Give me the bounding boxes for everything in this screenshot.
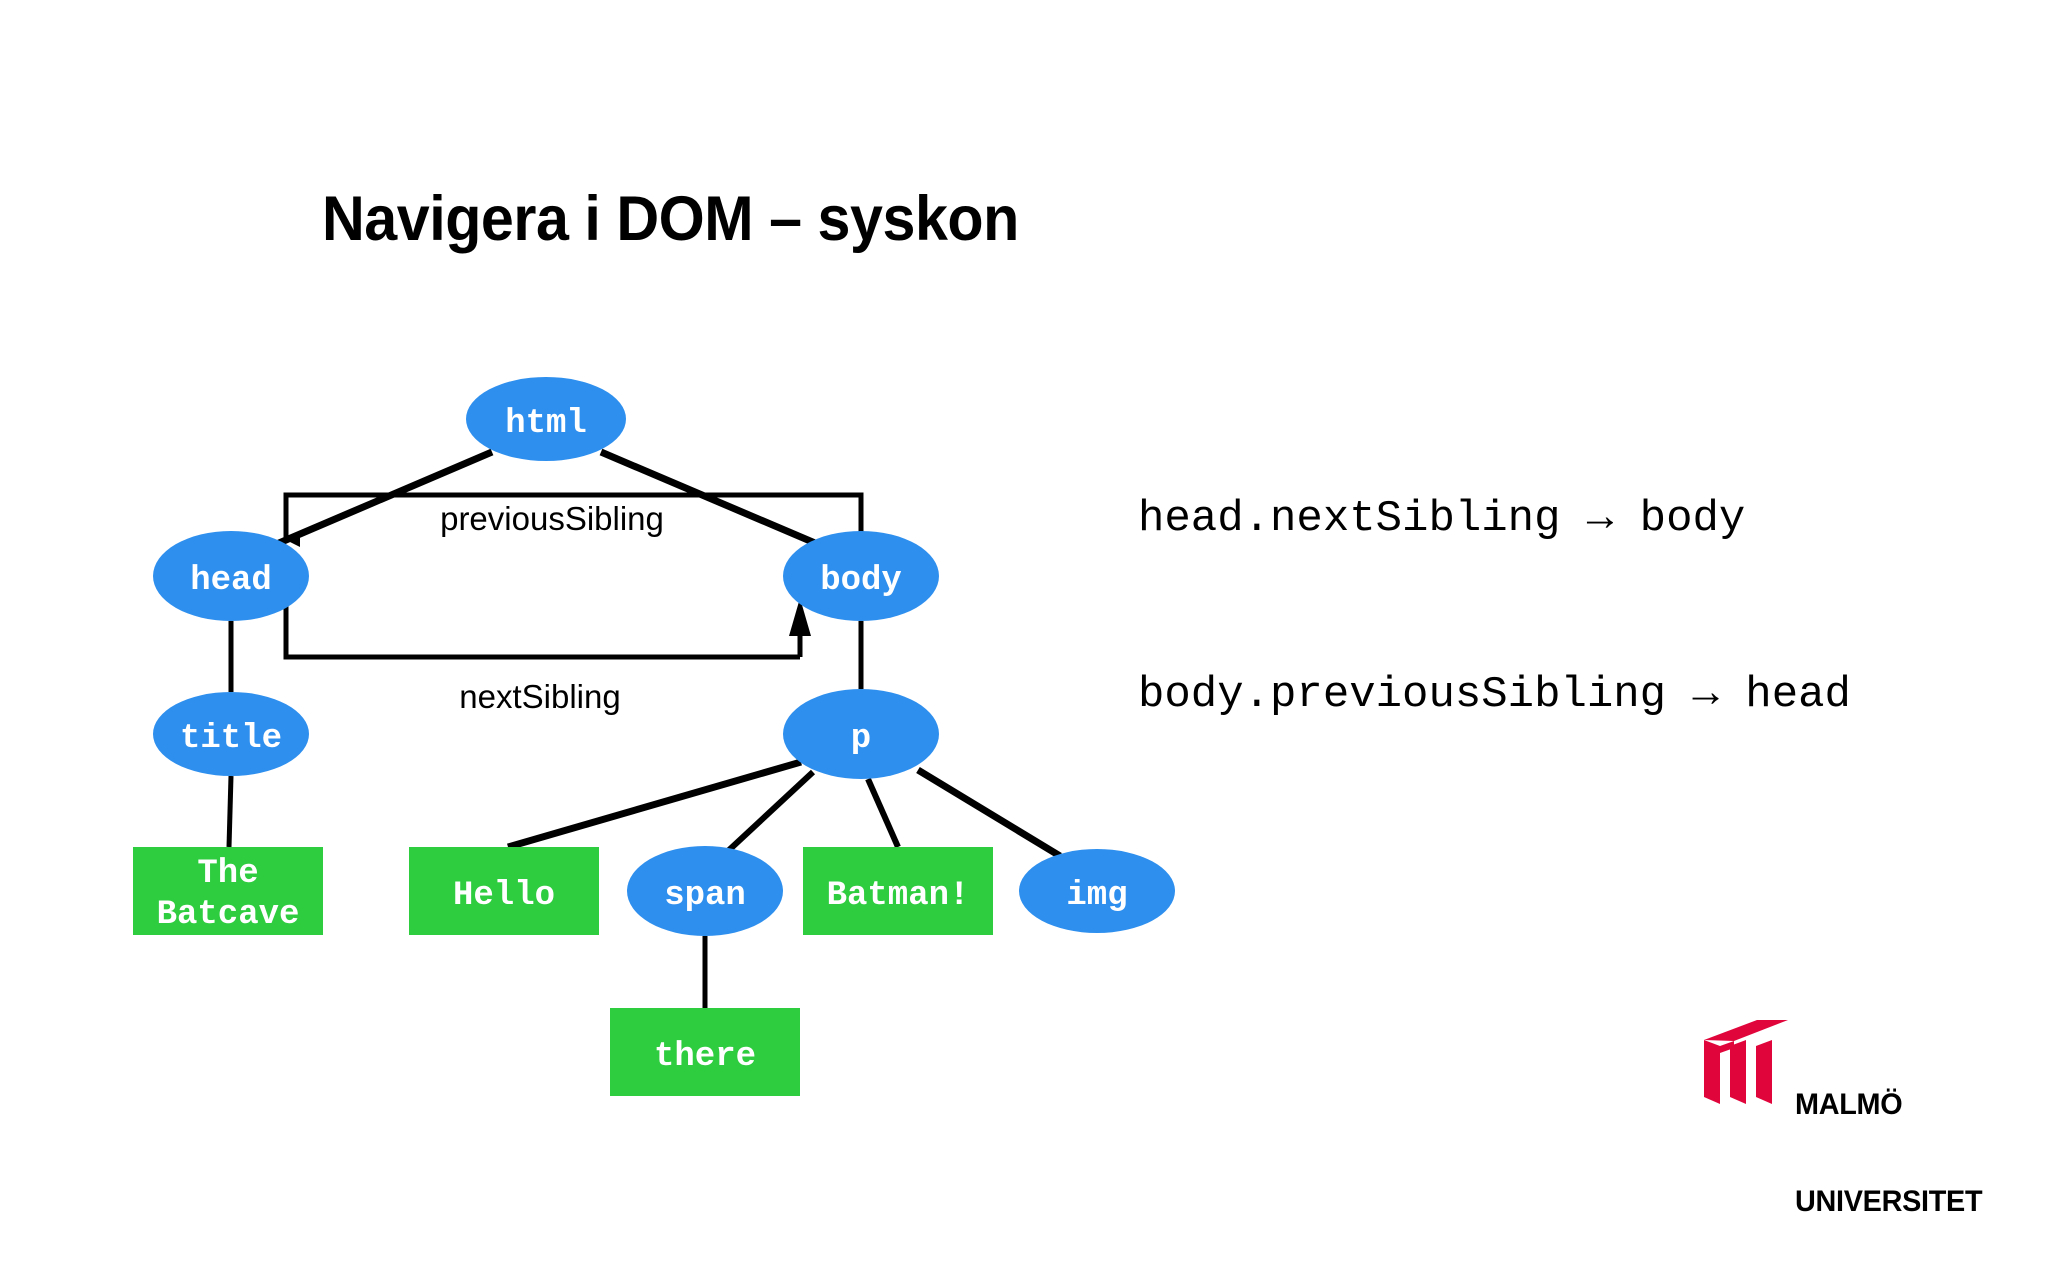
node-span-label: span <box>664 877 746 915</box>
edge-p-img <box>916 767 1062 859</box>
node-html[interactable]: html <box>466 377 626 461</box>
next-sibling-arrow-head <box>789 598 811 636</box>
edge-html-body <box>599 448 824 550</box>
node-text-batman[interactable]: Batman! <box>803 847 993 935</box>
node-text-there[interactable]: there <box>610 1008 800 1096</box>
node-body-shape[interactable] <box>783 531 939 621</box>
tree-edges <box>226 448 1062 1008</box>
node-title[interactable]: title <box>153 692 309 776</box>
node-text-hello[interactable]: Hello <box>409 847 599 935</box>
edge-html-head <box>270 448 494 550</box>
previous-sibling-label: previousSibling <box>440 500 664 537</box>
node-text-hello-label: Hello <box>453 877 555 915</box>
node-head-shape[interactable] <box>153 531 309 621</box>
tree-nodes: html head body title p span <box>133 377 1175 1096</box>
edge-p-span <box>725 769 816 854</box>
node-span-shape[interactable] <box>627 846 783 936</box>
node-body-label: body <box>820 562 902 600</box>
code-line-previous-sibling: body.previousSibling → head <box>1138 669 1851 720</box>
node-span[interactable]: span <box>627 846 783 936</box>
edge-p-batman <box>865 777 901 849</box>
node-text-there-shape[interactable] <box>610 1008 800 1096</box>
node-html-label: html <box>505 405 587 443</box>
node-text-hello-shape[interactable] <box>409 847 599 935</box>
code-line-next-sibling: head.nextSibling → body <box>1138 494 1746 545</box>
node-p-label: p <box>851 720 871 758</box>
logo-line-malmo: MALMÖ <box>1795 1087 1903 1121</box>
node-text-batcave-label-line1: The <box>197 855 258 893</box>
node-text-batman-label: Batman! <box>827 877 970 915</box>
node-text-batcave[interactable]: The Batcave <box>133 847 323 935</box>
node-text-there-label: there <box>654 1038 756 1076</box>
node-p[interactable]: p <box>783 689 939 779</box>
next-sibling-arrow-path <box>283 576 800 660</box>
dom-tree-diagram: previousSibling nextSibling html head bo… <box>133 377 1175 1096</box>
slide-canvas: Navigera i DOM – syskon head.nextSibling… <box>133 184 1983 1218</box>
node-text-batman-shape[interactable] <box>803 847 993 935</box>
edge-p-hello <box>507 758 802 851</box>
node-img[interactable]: img <box>1019 849 1175 933</box>
logo-line-universitet: UNIVERSITET <box>1795 1184 1983 1218</box>
node-text-batcave-shape[interactable] <box>133 847 323 935</box>
node-img-label: img <box>1066 877 1127 915</box>
logo-wordmark: MALMÖ UNIVERSITET <box>1795 1024 1983 1283</box>
node-head-label: head <box>190 562 272 600</box>
next-sibling-arrow-group <box>283 576 811 660</box>
malmo-university-logo <box>1704 1020 1788 1104</box>
node-body[interactable]: body <box>783 531 939 621</box>
node-img-shape[interactable] <box>1019 849 1175 933</box>
node-text-batcave-label-line2: Batcave <box>157 896 300 934</box>
edge-title-batcave <box>226 775 234 848</box>
code-snippet: head.nextSibling → body body.previousSib… <box>1138 373 1851 841</box>
node-title-label: title <box>180 720 282 758</box>
node-head[interactable]: head <box>153 531 309 621</box>
logo-mark-icon <box>1704 1020 1788 1104</box>
node-html-shape[interactable] <box>466 377 626 461</box>
node-p-shape[interactable] <box>783 689 939 779</box>
next-sibling-label: nextSibling <box>459 678 620 715</box>
node-title-shape[interactable] <box>153 692 309 776</box>
page-title: Navigera i DOM – syskon <box>322 184 1019 254</box>
